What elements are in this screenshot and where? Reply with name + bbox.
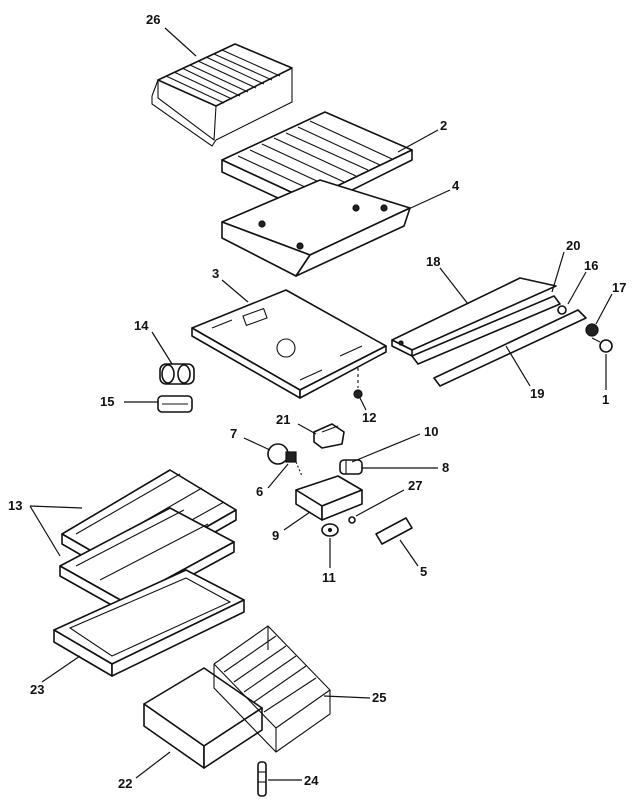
part-16-washer <box>557 305 567 315</box>
part-15-bracket <box>157 395 193 413</box>
part-9-housing <box>295 475 363 521</box>
callout-22: 22 <box>118 776 132 791</box>
part-22-drawer <box>143 667 263 769</box>
callout-13: 13 <box>8 498 22 513</box>
part-20-rail-strip <box>411 295 561 365</box>
callout-17: 17 <box>612 280 626 295</box>
part-27-washer <box>348 516 356 524</box>
callout-25: 25 <box>372 690 386 705</box>
part-23-frame <box>53 569 245 677</box>
callout-6: 6 <box>256 484 263 499</box>
callout-8: 8 <box>442 460 449 475</box>
part-21-knob <box>313 423 345 449</box>
callout-12: 12 <box>362 410 376 425</box>
callout-4: 4 <box>452 178 460 193</box>
callout-3: 3 <box>212 266 219 281</box>
leader-lines <box>29 27 613 781</box>
callout-1: 1 <box>602 392 609 407</box>
callout-27: 27 <box>408 478 422 493</box>
part-18-rail <box>391 277 557 357</box>
part-24-pin <box>257 761 267 797</box>
part-3-crisper-cover <box>191 289 387 399</box>
part-12-screw <box>353 368 363 399</box>
callout-labels: 26 2 4 3 18 20 16 17 14 15 19 1 12 21 7 … <box>8 12 626 791</box>
callout-19: 19 <box>530 386 544 401</box>
callout-21: 21 <box>276 412 290 427</box>
part-5-bracket <box>375 517 413 545</box>
part-19-lower-rail <box>433 309 587 387</box>
part-7-bulb <box>267 443 303 477</box>
callout-23: 23 <box>30 682 44 697</box>
part-14-cam <box>159 363 195 385</box>
callout-10: 10 <box>424 424 438 439</box>
callout-2: 2 <box>440 118 447 133</box>
part-25-wire-basket <box>213 625 331 753</box>
part-4-shelf-plate <box>221 179 411 277</box>
part-17-nut <box>585 323 599 337</box>
callout-9: 9 <box>272 528 279 543</box>
part-11-disc <box>321 523 339 537</box>
callout-24: 24 <box>304 773 319 788</box>
callout-14: 14 <box>134 318 149 333</box>
callout-18: 18 <box>426 254 440 269</box>
part-1-screw <box>591 337 613 353</box>
part-8-socket <box>339 459 363 475</box>
callout-7: 7 <box>230 426 237 441</box>
callout-5: 5 <box>420 564 427 579</box>
callout-20: 20 <box>566 238 580 253</box>
callout-26: 26 <box>146 12 160 27</box>
callout-15: 15 <box>100 394 114 409</box>
callout-11: 11 <box>322 570 336 585</box>
callout-16: 16 <box>584 258 598 273</box>
part-26-wire-shelf <box>151 43 293 147</box>
